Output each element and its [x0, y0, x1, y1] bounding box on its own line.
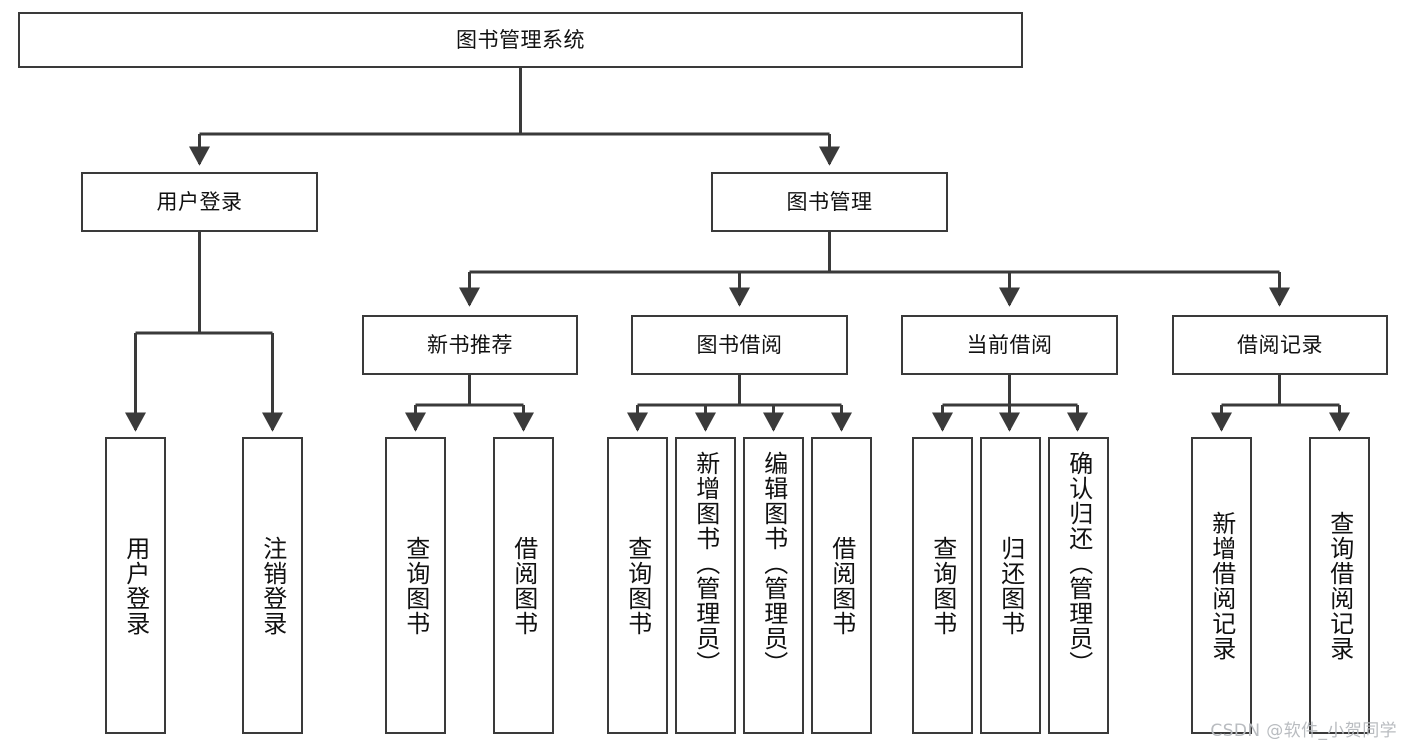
node-label: 用户登录	[156, 189, 243, 214]
leaf-query-book-current[interactable]: 查询图书	[912, 437, 973, 734]
node-label: 注销登录	[258, 535, 287, 636]
leaf-query-borrow-record[interactable]: 查询借阅记录	[1309, 437, 1370, 734]
node-book-management[interactable]: 图书管理	[711, 172, 948, 232]
node-label: 新书推荐	[427, 332, 513, 357]
node-label: 借阅图书	[509, 535, 538, 636]
watermark: CSDN @软件_小贺同学	[1210, 721, 1397, 741]
leaf-return-book[interactable]: 归还图书	[980, 437, 1041, 734]
leaf-borrow-book[interactable]: 借阅图书	[811, 437, 872, 734]
node-borrow-record[interactable]: 借阅记录	[1172, 315, 1388, 375]
node-label: 借阅图书	[827, 535, 856, 636]
leaf-add-borrow-record[interactable]: 新增借阅记录	[1191, 437, 1252, 734]
node-label: 用户登录	[121, 535, 150, 636]
node-book-borrow[interactable]: 图书借阅	[631, 315, 848, 375]
node-label: 借阅记录	[1237, 332, 1323, 357]
leaf-edit-book-admin[interactable]: 编辑图书（管理员）	[743, 437, 804, 734]
node-label: 查询图书	[928, 535, 957, 636]
node-label: 确认归还（管理员）	[1064, 451, 1093, 676]
leaf-query-book-recommend[interactable]: 查询图书	[385, 437, 446, 734]
leaf-user-login[interactable]: 用户登录	[105, 437, 166, 734]
node-new-book-recommend[interactable]: 新书推荐	[362, 315, 578, 375]
node-label: 新增图书（管理员）	[691, 451, 720, 676]
node-current-borrow[interactable]: 当前借阅	[901, 315, 1118, 375]
node-label: 图书管理系统	[456, 27, 585, 52]
node-root-book-management-system[interactable]: 图书管理系统	[18, 12, 1023, 68]
node-label: 查询借阅记录	[1325, 510, 1354, 661]
node-label: 编辑图书（管理员）	[759, 451, 788, 676]
node-label: 查询图书	[623, 535, 652, 636]
leaf-borrow-book-recommend[interactable]: 借阅图书	[493, 437, 554, 734]
leaf-query-book-borrow[interactable]: 查询图书	[607, 437, 668, 734]
node-label: 查询图书	[401, 535, 430, 636]
node-label: 归还图书	[996, 535, 1025, 636]
leaf-confirm-return-admin[interactable]: 确认归还（管理员）	[1048, 437, 1109, 734]
node-label: 图书借阅	[696, 332, 783, 357]
leaf-logout-login[interactable]: 注销登录	[242, 437, 303, 734]
node-label: 新增借阅记录	[1207, 510, 1236, 661]
node-user-login[interactable]: 用户登录	[81, 172, 318, 232]
leaf-add-book-admin[interactable]: 新增图书（管理员）	[675, 437, 736, 734]
node-label: 当前借阅	[966, 332, 1053, 357]
node-label: 图书管理	[786, 189, 873, 214]
